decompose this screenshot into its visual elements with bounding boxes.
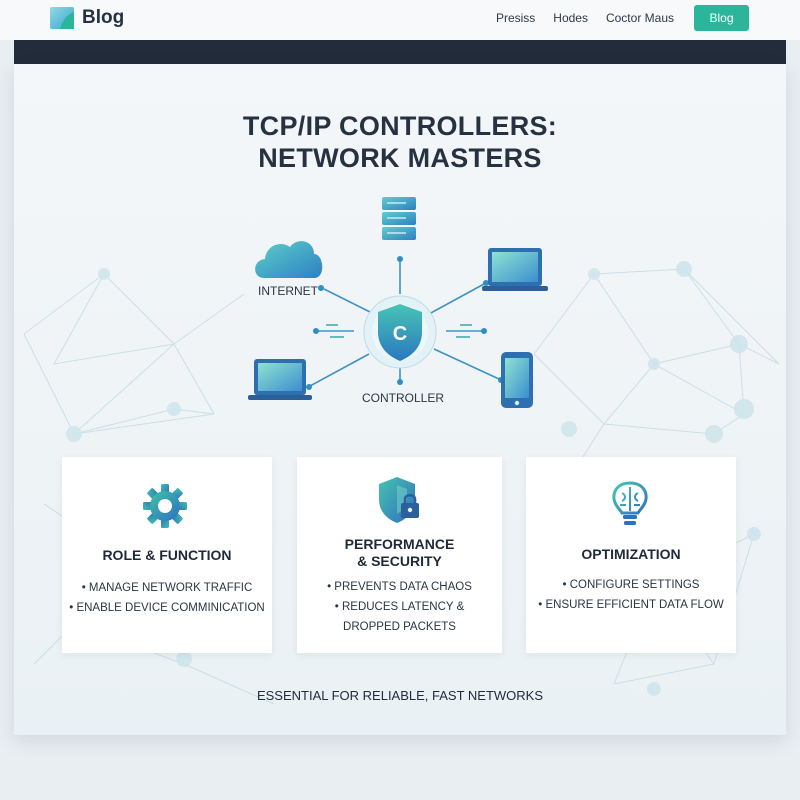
nav-blog-button[interactable]: Blog: [694, 5, 749, 31]
nav-link-presiss[interactable]: Presiss: [495, 11, 536, 25]
feature-item: • CONFIGURE SETTINGS: [562, 579, 700, 591]
feature-list: • PREVENTS DATA CHAOS • REDUCES LATENCY …: [297, 577, 502, 637]
feature-item: • REDUCES LATENCY &: [334, 601, 465, 613]
feature-card-performance-security: PERFORMANCE & SECURITY • PREVENTS DATA C…: [297, 457, 502, 653]
brand-name: Blog: [82, 7, 125, 28]
controller-label: CONTROLLER: [362, 391, 445, 405]
brand[interactable]: Blog: [50, 7, 124, 29]
nav-link-hodes[interactable]: Hodes: [553, 11, 588, 25]
feature-card-role-function: ROLE & FUNCTION • MANAGE NETWORK TRAFFIC…: [62, 457, 272, 653]
feature-item: • PREVENTS DATA CHAOS: [327, 581, 472, 593]
feature-heading: OPTIMIZATION: [581, 546, 681, 562]
network-diagram: C: [248, 197, 548, 408]
cloud-icon: [255, 241, 323, 278]
feature-card-optimization: OPTIMIZATION • CONFIGURE SETTINGS • ENSU…: [526, 457, 736, 653]
server-icon: [382, 197, 416, 240]
top-nav: Blog Presiss Hodes Coctor Maus Blog: [0, 0, 800, 40]
feature-list: • CONFIGURE SETTINGS • ENSURE EFFICIENT …: [526, 575, 736, 615]
feature-list: • MANAGE NETWORK TRAFFIC • ENABLE DEVICE…: [62, 578, 272, 618]
controller-node: C: [363, 295, 437, 369]
phone-icon: [501, 352, 533, 408]
laptop-icon: [482, 248, 548, 291]
blog-logo-icon: [50, 7, 74, 29]
feature-item: • ENSURE EFFICIENT DATA FLOW: [538, 599, 724, 611]
header-bar: [14, 40, 786, 64]
connection-lines: [309, 259, 500, 387]
shield-lock-icon: [379, 477, 419, 523]
tagline: ESSENTIAL FOR RELIABLE, FAST NETWORKS: [256, 688, 544, 703]
feature-heading: ROLE & FUNCTION: [102, 547, 232, 563]
nav-links: Presiss Hodes Coctor Maus: [496, 11, 674, 25]
laptop-icon: [248, 359, 312, 400]
internet-label: INTERNET: [258, 284, 318, 298]
feature-item: • MANAGE NETWORK TRAFFIC: [81, 582, 253, 594]
brain-bulb-icon: [612, 481, 648, 525]
feature-heading-line-1: PERFORMANCE: [344, 536, 455, 552]
feature-item: • ENABLE DEVICE COMMINICATION: [69, 602, 265, 614]
article-card: TCP/IP CONTROLLERS: NETWORK MASTERS: [14, 64, 786, 735]
page-title-line-2: NETWORK MASTERS: [258, 143, 542, 173]
controller-letter: C: [393, 323, 407, 345]
feature-item: DROPPED PACKETS: [343, 621, 456, 633]
nav-link-coctor-maus[interactable]: Coctor Maus: [605, 11, 674, 25]
page-title-line-1: TCP/IP CONTROLLERS:: [242, 111, 558, 141]
gear-icon: [143, 484, 187, 528]
feature-heading-line-2: & SECURITY: [357, 553, 442, 569]
